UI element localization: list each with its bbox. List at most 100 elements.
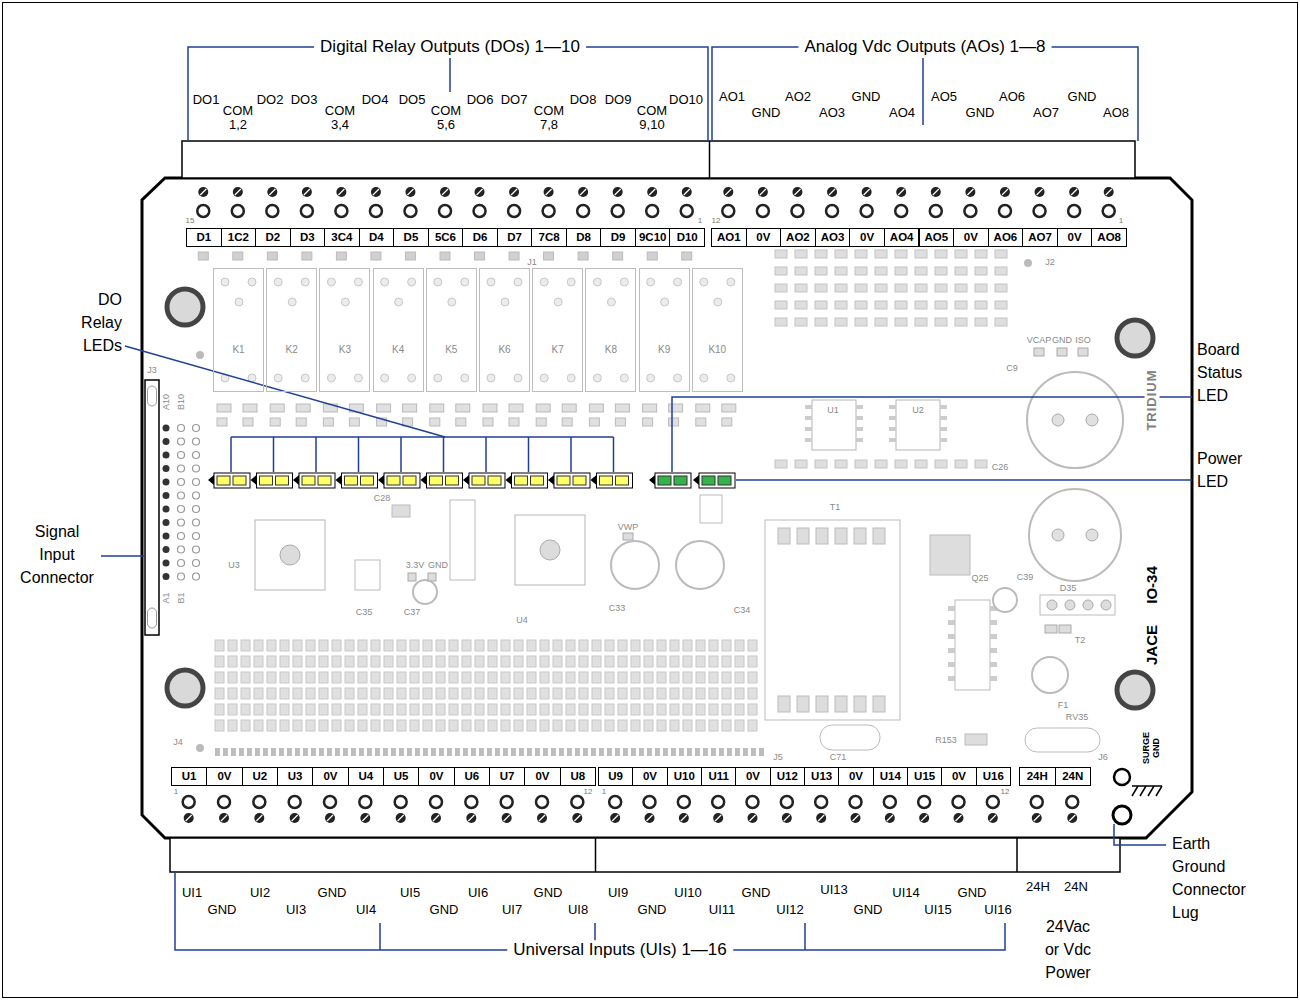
- header-pin: [663, 748, 668, 756]
- solder-pad: [856, 405, 863, 409]
- solder-pad: [527, 640, 536, 651]
- solder-pad: [215, 704, 224, 715]
- solder-pad: [670, 640, 679, 651]
- led-lamp: [616, 476, 629, 485]
- connector-pin: [163, 479, 170, 486]
- header-pin: [215, 748, 220, 756]
- terminal-caption: GND: [430, 903, 459, 918]
- solder-pad: [835, 318, 847, 326]
- terminal-screw: [1032, 813, 1042, 823]
- terminal-label: 0V: [838, 767, 873, 786]
- screw-slot: [327, 815, 333, 821]
- solder-pad: [709, 688, 718, 699]
- connector-pin: [178, 465, 185, 472]
- component-outline: [355, 560, 380, 590]
- terminal-screw: [782, 813, 792, 823]
- part-label: J4: [173, 737, 183, 747]
- terminal-screw: [851, 813, 861, 823]
- solder-pad: [332, 704, 341, 715]
- pin-number: 12: [584, 787, 593, 796]
- solder-pad: [775, 301, 787, 309]
- terminal-caption: COM: [431, 104, 461, 119]
- solder-pad: [410, 704, 419, 715]
- solder-pad: [975, 318, 987, 326]
- solder-pad: [854, 696, 866, 712]
- part-label: K1: [232, 344, 244, 355]
- callout-label: DO Relay LEDs: [72, 288, 122, 357]
- capacitor: [993, 588, 1017, 612]
- solder-pad: [775, 460, 787, 468]
- header-pin: [247, 748, 252, 756]
- led-lamp: [446, 476, 459, 485]
- terminal-screw: [1103, 205, 1115, 217]
- terminal-label: D8: [566, 228, 602, 247]
- solder-pad: [410, 688, 419, 699]
- ic-chip: [896, 400, 940, 450]
- led-marker: [293, 475, 299, 485]
- terminal-label: U5: [383, 767, 419, 786]
- solder-pad: [488, 640, 497, 651]
- solder-pad: [579, 720, 588, 731]
- terminal-screw: [233, 187, 243, 197]
- part-label: K3: [339, 344, 351, 355]
- header-pin: [607, 748, 612, 756]
- solder-pad: [775, 318, 787, 326]
- connector-pin: [163, 438, 170, 445]
- part-label: R153: [935, 735, 957, 745]
- solder-pad: [696, 418, 706, 426]
- terminal-screw: [465, 796, 477, 808]
- solder-pad: [410, 720, 419, 731]
- solder-pad: [306, 720, 315, 731]
- terminal-screw: [396, 813, 406, 823]
- solder-pad: [540, 672, 549, 683]
- part-label: U1: [827, 405, 839, 415]
- header-pin: [631, 748, 636, 756]
- relay-pin: [593, 374, 601, 382]
- solder-pad: [215, 656, 224, 667]
- screw-slot: [186, 815, 192, 821]
- solder-pad: [696, 704, 705, 715]
- solder-pad: [835, 284, 847, 292]
- solder-pad: [815, 250, 827, 258]
- solder-pad: [243, 418, 253, 426]
- solder-pad: [805, 438, 812, 442]
- solder-pad: [605, 656, 614, 667]
- solder-pad: [935, 267, 947, 275]
- solder-pad: [514, 656, 523, 667]
- terminal-label: AO2: [780, 228, 816, 247]
- mounting-hole: [167, 670, 203, 706]
- terminal-caption: DO8: [570, 93, 597, 108]
- part-label: C9: [1006, 363, 1018, 373]
- led-lamp: [361, 476, 374, 485]
- led-marker: [251, 475, 257, 485]
- part-label: A1: [161, 592, 171, 603]
- solder-pad: [483, 404, 497, 412]
- terminal-caption: UI4: [356, 903, 376, 918]
- screw-slot: [1106, 189, 1112, 195]
- connector-pin: [163, 519, 170, 526]
- solder-pad: [536, 418, 546, 426]
- bracket-line: [379, 923, 381, 950]
- terminal-caption: UI14: [892, 886, 919, 901]
- solder-pad: [990, 662, 997, 667]
- terminal-screw: [713, 813, 723, 823]
- solder-pad: [254, 720, 263, 731]
- part-label: K7: [552, 344, 564, 355]
- solder-pad: [332, 720, 341, 731]
- terminal-label: D6: [462, 228, 498, 247]
- header-pin: [695, 748, 700, 756]
- terminal-caption: DO7: [501, 93, 528, 108]
- terminal-screw: [219, 813, 229, 823]
- terminal-caption: GND: [742, 886, 771, 901]
- solder-pad: [397, 704, 406, 715]
- solder-pad: [243, 404, 257, 412]
- terminal-caption: AO7: [1033, 106, 1059, 121]
- screw-slot: [442, 189, 448, 195]
- terminal-caption: DO5: [399, 93, 426, 108]
- screw-slot: [715, 815, 721, 821]
- terminal-caption: GND: [752, 106, 781, 121]
- callout-label: Earth Ground Connector Lug: [1172, 832, 1250, 924]
- bracket-line: [804, 923, 806, 950]
- terminal-label: 0V: [953, 228, 989, 247]
- screw-slot: [235, 189, 241, 195]
